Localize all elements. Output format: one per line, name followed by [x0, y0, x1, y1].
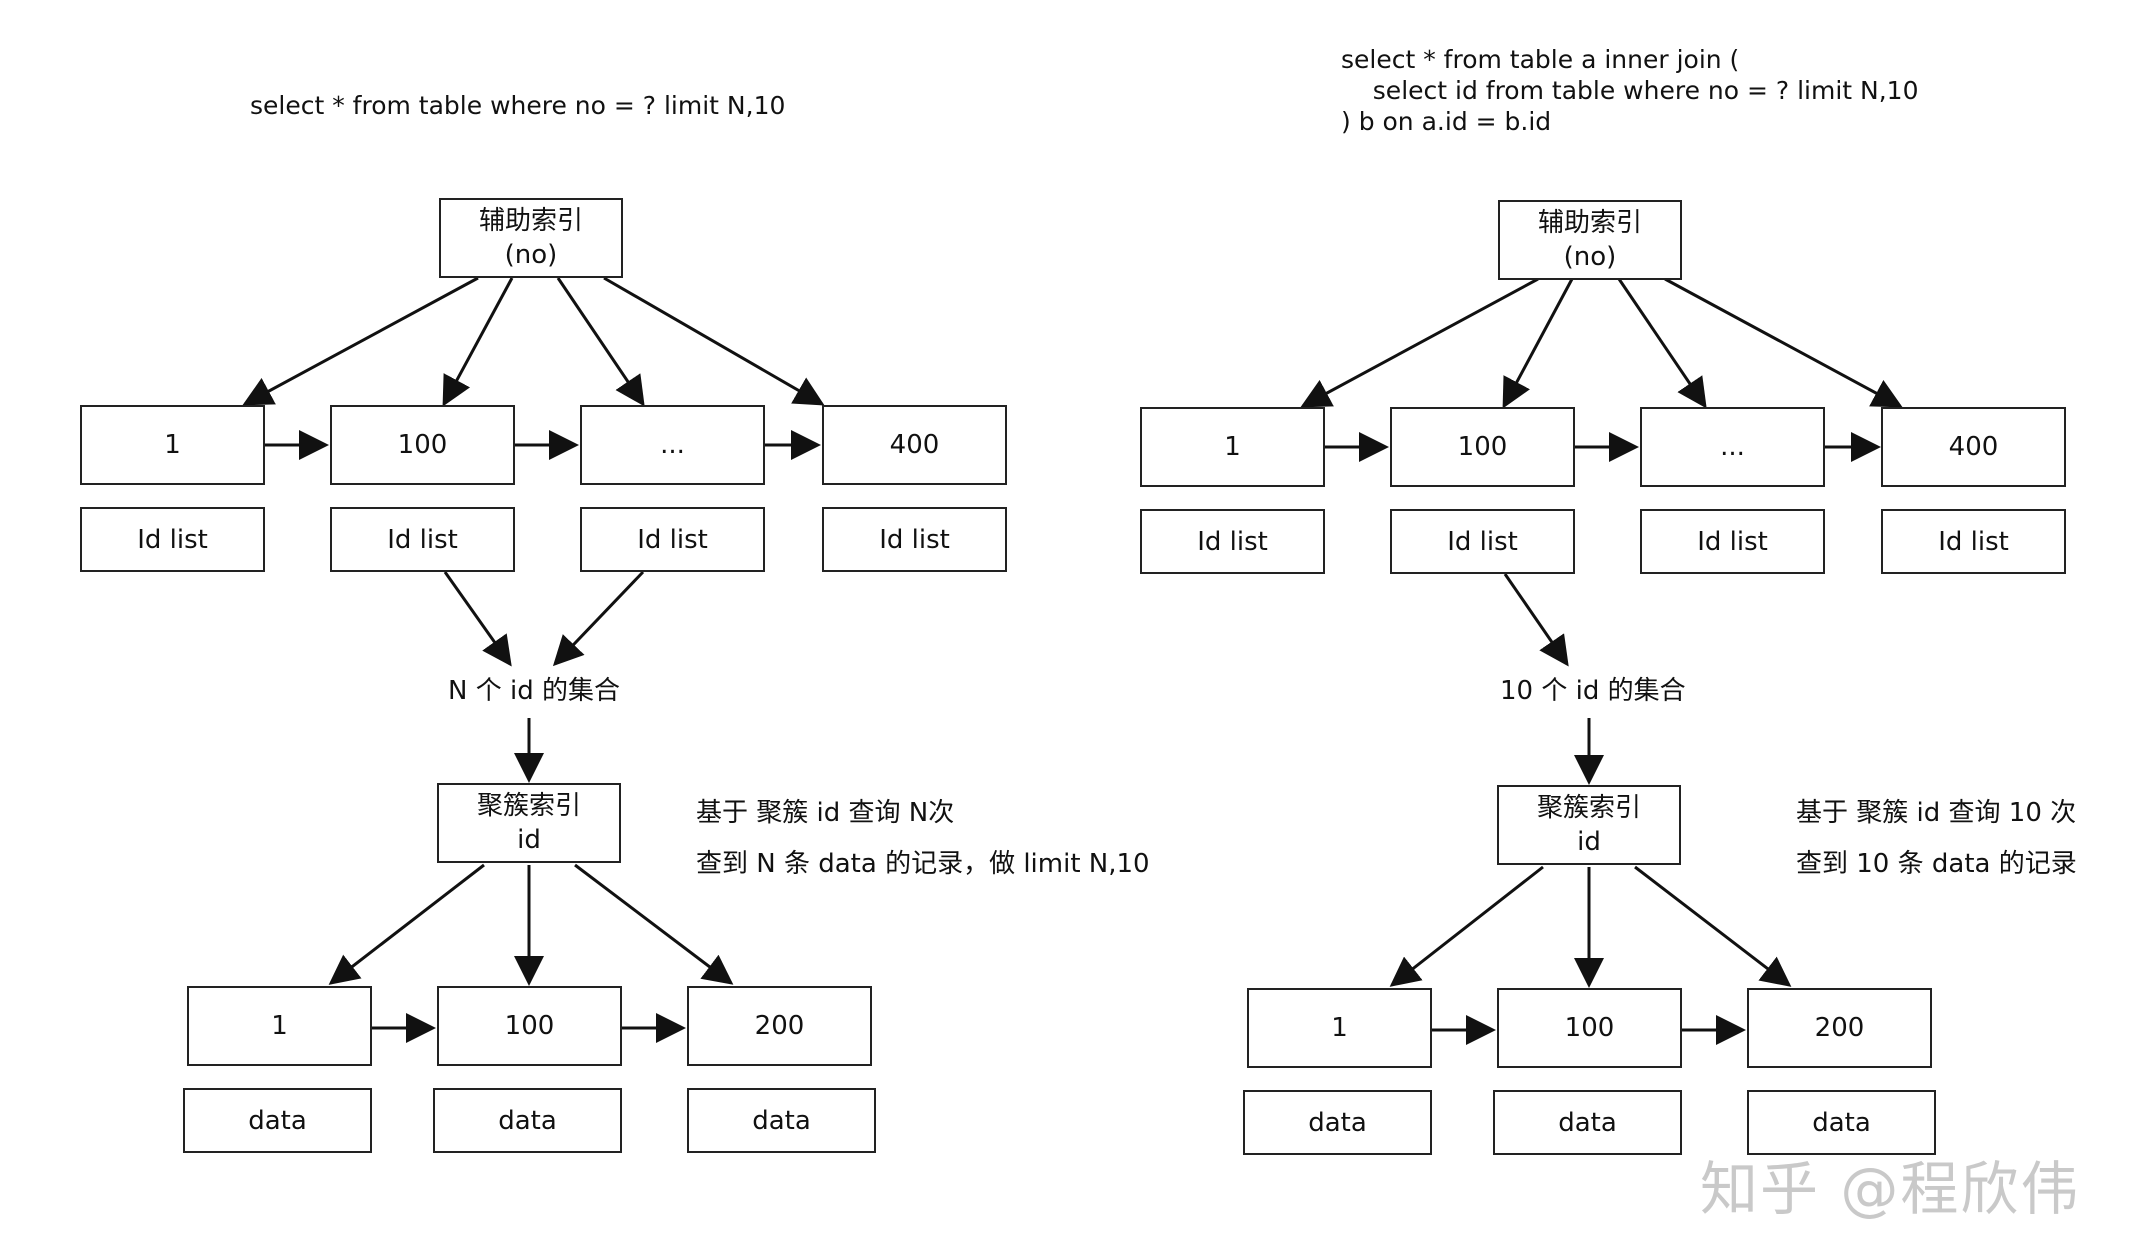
right-secondary-index-column: (no) [1563, 242, 1617, 272]
arrow-right-clu-to-data-1 [1389, 865, 1544, 987]
right-index-node-400: 400 [1881, 407, 2066, 487]
arrow-left-idlist-to-set-a [443, 571, 512, 667]
right-sql-query-line-1: select * from table a inner join ( [1341, 45, 1740, 74]
right-data-label-1: data [1243, 1090, 1432, 1155]
left-index-node-100: 100 [330, 405, 515, 485]
right-note-line-2: 查到 10 条 data 的记录 [1796, 849, 2077, 879]
left-clustered-index-title: 聚簇索引 [476, 791, 581, 821]
right-secondary-index-title: 辅助索引 [1537, 208, 1642, 238]
left-id-list-1: Id list [80, 507, 265, 572]
left-clustered-index-node: 聚簇索引 id [437, 783, 621, 863]
right-secondary-index-node: 辅助索引 (no) [1498, 200, 1682, 280]
arrow-right-sec-to-node-100 [1502, 278, 1574, 409]
left-note-line-1: 基于 聚簇 id 查询 N次 [696, 798, 955, 828]
right-index-node-1: 1 [1140, 407, 1325, 487]
left-id-list-4: Id list [822, 507, 1007, 572]
right-clustered-index-title: 聚簇索引 [1536, 793, 1641, 823]
left-data-label-3: data [687, 1088, 876, 1153]
arrow-right-clu-to-data-200 [1634, 865, 1792, 987]
left-data-node-1: 1 [187, 986, 372, 1066]
right-id-list-2: Id list [1390, 509, 1575, 574]
left-data-node-100: 100 [437, 986, 622, 1066]
right-clustered-index-column: id [1577, 827, 1601, 857]
right-index-node-ellipsis: ... [1640, 407, 1825, 487]
arrow-right-sec-to-node-ellipsis [1617, 278, 1707, 409]
left-sql-query: select * from table where no = ? limit N… [250, 91, 786, 120]
arrow-left-sec-to-node-ellipsis [556, 277, 645, 407]
arrow-left-clu-to-data-1 [328, 863, 485, 985]
right-note-line-1: 基于 聚簇 id 查询 10 次 [1796, 798, 2077, 828]
left-secondary-index-title: 辅助索引 [478, 206, 583, 236]
arrow-left-clu-to-data-200 [574, 863, 734, 985]
left-data-node-200: 200 [687, 986, 872, 1066]
left-clustered-index-column: id [517, 825, 541, 855]
left-index-node-1: 1 [80, 405, 265, 485]
right-index-node-100: 100 [1390, 407, 1575, 487]
right-sql-query-line-3: ) b on a.id = b.id [1341, 107, 1552, 136]
arrow-left-sec-to-node-1 [242, 276, 479, 406]
left-id-set-label: N 个 id 的集合 [448, 676, 620, 706]
right-data-node-200: 200 [1747, 988, 1932, 1068]
arrow-right-sec-to-node-400 [1664, 277, 1903, 408]
left-id-list-3: Id list [580, 507, 765, 572]
left-data-label-1: data [183, 1088, 372, 1153]
right-clustered-index-node: 聚簇索引 id [1497, 785, 1681, 865]
right-sql-query-line-2: select id from table where no = ? limit … [1341, 76, 1919, 105]
right-id-set-label: 10 个 id 的集合 [1500, 676, 1686, 706]
right-id-list-3: Id list [1640, 509, 1825, 574]
left-note-line-2: 查到 N 条 data 的记录，做 limit N,10 [696, 849, 1150, 879]
left-secondary-index-node: 辅助索引 (no) [439, 198, 623, 278]
arrow-right-idlist-to-set [1503, 573, 1569, 667]
right-id-list-4: Id list [1881, 509, 2066, 574]
watermark-text: 知乎 @程欣伟 [1700, 1155, 2081, 1223]
left-index-node-400: 400 [822, 405, 1007, 485]
left-id-list-2: Id list [330, 507, 515, 572]
arrow-left-idlist-to-set-b [552, 570, 645, 667]
arrow-left-sec-to-node-100 [442, 277, 514, 407]
left-index-node-ellipsis: ... [580, 405, 765, 485]
left-secondary-index-column: (no) [504, 240, 558, 270]
arrow-right-sec-to-node-1 [1300, 277, 1539, 408]
right-data-label-2: data [1493, 1090, 1682, 1155]
right-id-list-1: Id list [1140, 509, 1325, 574]
right-data-node-100: 100 [1497, 988, 1682, 1068]
arrow-left-sec-to-node-400 [603, 276, 825, 406]
right-data-node-1: 1 [1247, 988, 1432, 1068]
right-data-label-3: data [1747, 1090, 1936, 1155]
left-data-label-2: data [433, 1088, 622, 1153]
